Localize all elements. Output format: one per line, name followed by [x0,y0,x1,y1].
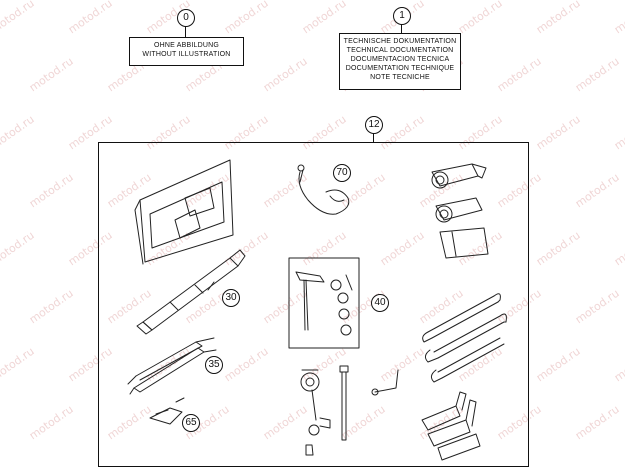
callout-12[interactable]: 12 [365,116,383,134]
hex-key-set-drawing[interactable] [288,257,360,349]
pliers-drawing[interactable] [127,337,217,395]
bracket-drawing[interactable] [149,397,185,425]
callout-35[interactable]: 35 [205,356,223,374]
long-bar-drawing[interactable] [339,365,349,441]
callout-65[interactable]: 65 [182,414,200,432]
label-without-illustration: OHNE ABBILDUNG WITHOUT ILLUSTRATION [129,37,244,66]
callout-30[interactable]: 30 [222,289,240,307]
label-technical-documentation: TECHNISCHE DOKUMENTATION TECHNICAL DOCUM… [339,33,461,90]
tool-bag-drawing[interactable] [134,159,234,265]
label-0-line-1: OHNE ABBILDUNG [153,42,220,49]
leader-line-12 [373,133,374,142]
callout-70[interactable]: 70 [333,164,351,182]
open-end-wrenches-drawing[interactable] [422,293,507,383]
box-wrench-drawing[interactable] [431,163,489,259]
label-1-line-2: TECHNICAL DOCUMENTATION [346,47,454,54]
label-1-line-4: DOCUMENTATION TECHNIQUE [345,65,455,72]
l-key-drawing[interactable] [371,369,399,396]
label-0-line-2: WITHOUT ILLUSTRATION [142,51,231,58]
socket-tool-drawing[interactable] [300,369,331,456]
screwdriver-drawing[interactable] [136,249,246,335]
label-1-line-1: TECHNISCHE DOKUMENTATION [343,38,457,45]
label-1-line-5: NOTE TECNICHE [370,74,430,81]
callout-1[interactable]: 1 [393,7,411,25]
leader-line-0 [185,26,186,37]
callout-0[interactable]: 0 [177,9,195,27]
callout-40[interactable]: 40 [371,294,389,312]
cable-lock-drawing[interactable] [297,164,350,215]
tool-kit-frame [98,142,529,467]
label-1-line-3: DOCUMENTACION TECNICA [350,56,450,63]
hook-wrenches-drawing[interactable] [421,391,481,461]
leader-line-1 [401,24,402,33]
